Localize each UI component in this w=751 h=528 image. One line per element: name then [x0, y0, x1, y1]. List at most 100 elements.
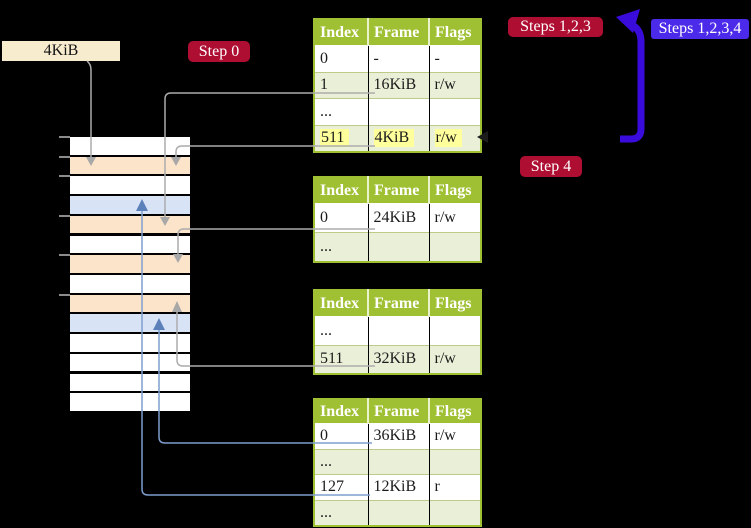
page-table-cell: ... [314, 98, 369, 125]
highlighted-entry: 4KiB [373, 129, 415, 148]
page-table-cell [368, 448, 430, 475]
column-header: Index [314, 290, 369, 317]
page-table-cell: ... [314, 448, 369, 475]
page-table-row: ... [314, 448, 481, 475]
column-header: Frame [368, 19, 430, 46]
frame-size-label: 4KiB [2, 41, 120, 61]
memory-frame-page-table [70, 156, 190, 175]
column-header: Index [314, 177, 369, 204]
page-table-cell: - [429, 45, 481, 72]
memory-frame-free [70, 235, 190, 254]
page-table-cell: 4KiB [368, 124, 430, 152]
page-table-cell: r [429, 474, 481, 500]
badge-step-4: Step 4 [520, 156, 582, 177]
memory-frame-free [70, 393, 190, 411]
page-table-cell: 0 [314, 203, 369, 233]
address-tick [59, 155, 70, 158]
recursive-loop-arrowhead [616, 9, 640, 33]
page-table-cell: r/w [429, 344, 481, 374]
page-table-cell: 16KiB [368, 71, 430, 99]
column-header: Frame [368, 290, 430, 317]
page-table-row: 511 4KiB r/w [314, 124, 481, 152]
page-table-cell: 511 [314, 124, 369, 152]
page-table-cell: 127 [314, 474, 369, 500]
page-table-cell: 36KiB [368, 423, 430, 449]
page-table-cell: ... [314, 316, 369, 345]
memory-frame-page-table [70, 294, 190, 313]
column-header: Flags [429, 399, 481, 424]
page-table-cell: 1 [314, 71, 369, 99]
column-header: Flags [429, 290, 481, 317]
page-table-cell [429, 448, 481, 475]
memory-frame-free [70, 353, 190, 372]
page-table-cell: 0 [314, 45, 369, 72]
memory-stack [70, 137, 190, 413]
page-table-cell: 32KiB [368, 344, 430, 374]
page-table-cell: - [368, 45, 430, 72]
page-table-cell: 0 [314, 423, 369, 449]
page-table-cell: ... [314, 499, 369, 526]
page-table-cell: 12KiB [368, 474, 430, 500]
page-table-row: ... [314, 499, 481, 526]
page-table-row: ... [314, 316, 481, 345]
page-table-row: ... [314, 232, 481, 262]
highlighted-entry: r/w [434, 129, 462, 148]
page-table-cell: r/w [429, 203, 481, 233]
memory-frame-free [70, 274, 190, 293]
address-tick [59, 136, 70, 138]
column-header: Flags [429, 177, 481, 204]
column-header: Index [314, 399, 369, 424]
page-table-cell [429, 499, 481, 526]
page-table-cell [429, 316, 481, 345]
page-table-cell [368, 232, 430, 262]
recursive-loop-arrow [620, 23, 645, 143]
page-table-cell: 24KiB [368, 203, 430, 233]
highlighted-entry: 511 [320, 129, 350, 148]
page-table-cell [368, 316, 430, 345]
memory-frame-free [70, 334, 190, 352]
page-table-cell: ... [314, 232, 369, 262]
memory-frame-page [70, 196, 190, 214]
page-table-cell: r/w [429, 124, 481, 152]
memory-frame-page-table [70, 255, 190, 273]
memory-frame-free [70, 373, 190, 392]
memory-frame-page-table [70, 215, 190, 234]
page-table-cell [429, 232, 481, 262]
memory-frame-free [70, 176, 190, 195]
page-table-row: ... [314, 98, 481, 125]
column-header: Frame [368, 399, 430, 424]
page-table-cell [368, 499, 430, 526]
column-header: Flags [429, 19, 481, 46]
address-tick [59, 214, 70, 217]
address-tick [59, 254, 70, 257]
page-table-cell: 511 [314, 344, 369, 374]
page-table-cell: r/w [429, 423, 481, 449]
column-header: Index [314, 19, 369, 46]
column-header: Frame [368, 177, 430, 204]
memory-frame-page [70, 314, 190, 333]
badge-steps-1-2-3: Steps 1,2,3 [508, 17, 603, 37]
badge-step-0: Step 0 [188, 41, 250, 62]
page-table-cell: r/w [429, 71, 481, 99]
badge-steps-1-2-3-4: Steps 1,2,3,4 [651, 19, 749, 39]
page-table-cell [368, 98, 430, 125]
address-tick [59, 293, 70, 296]
